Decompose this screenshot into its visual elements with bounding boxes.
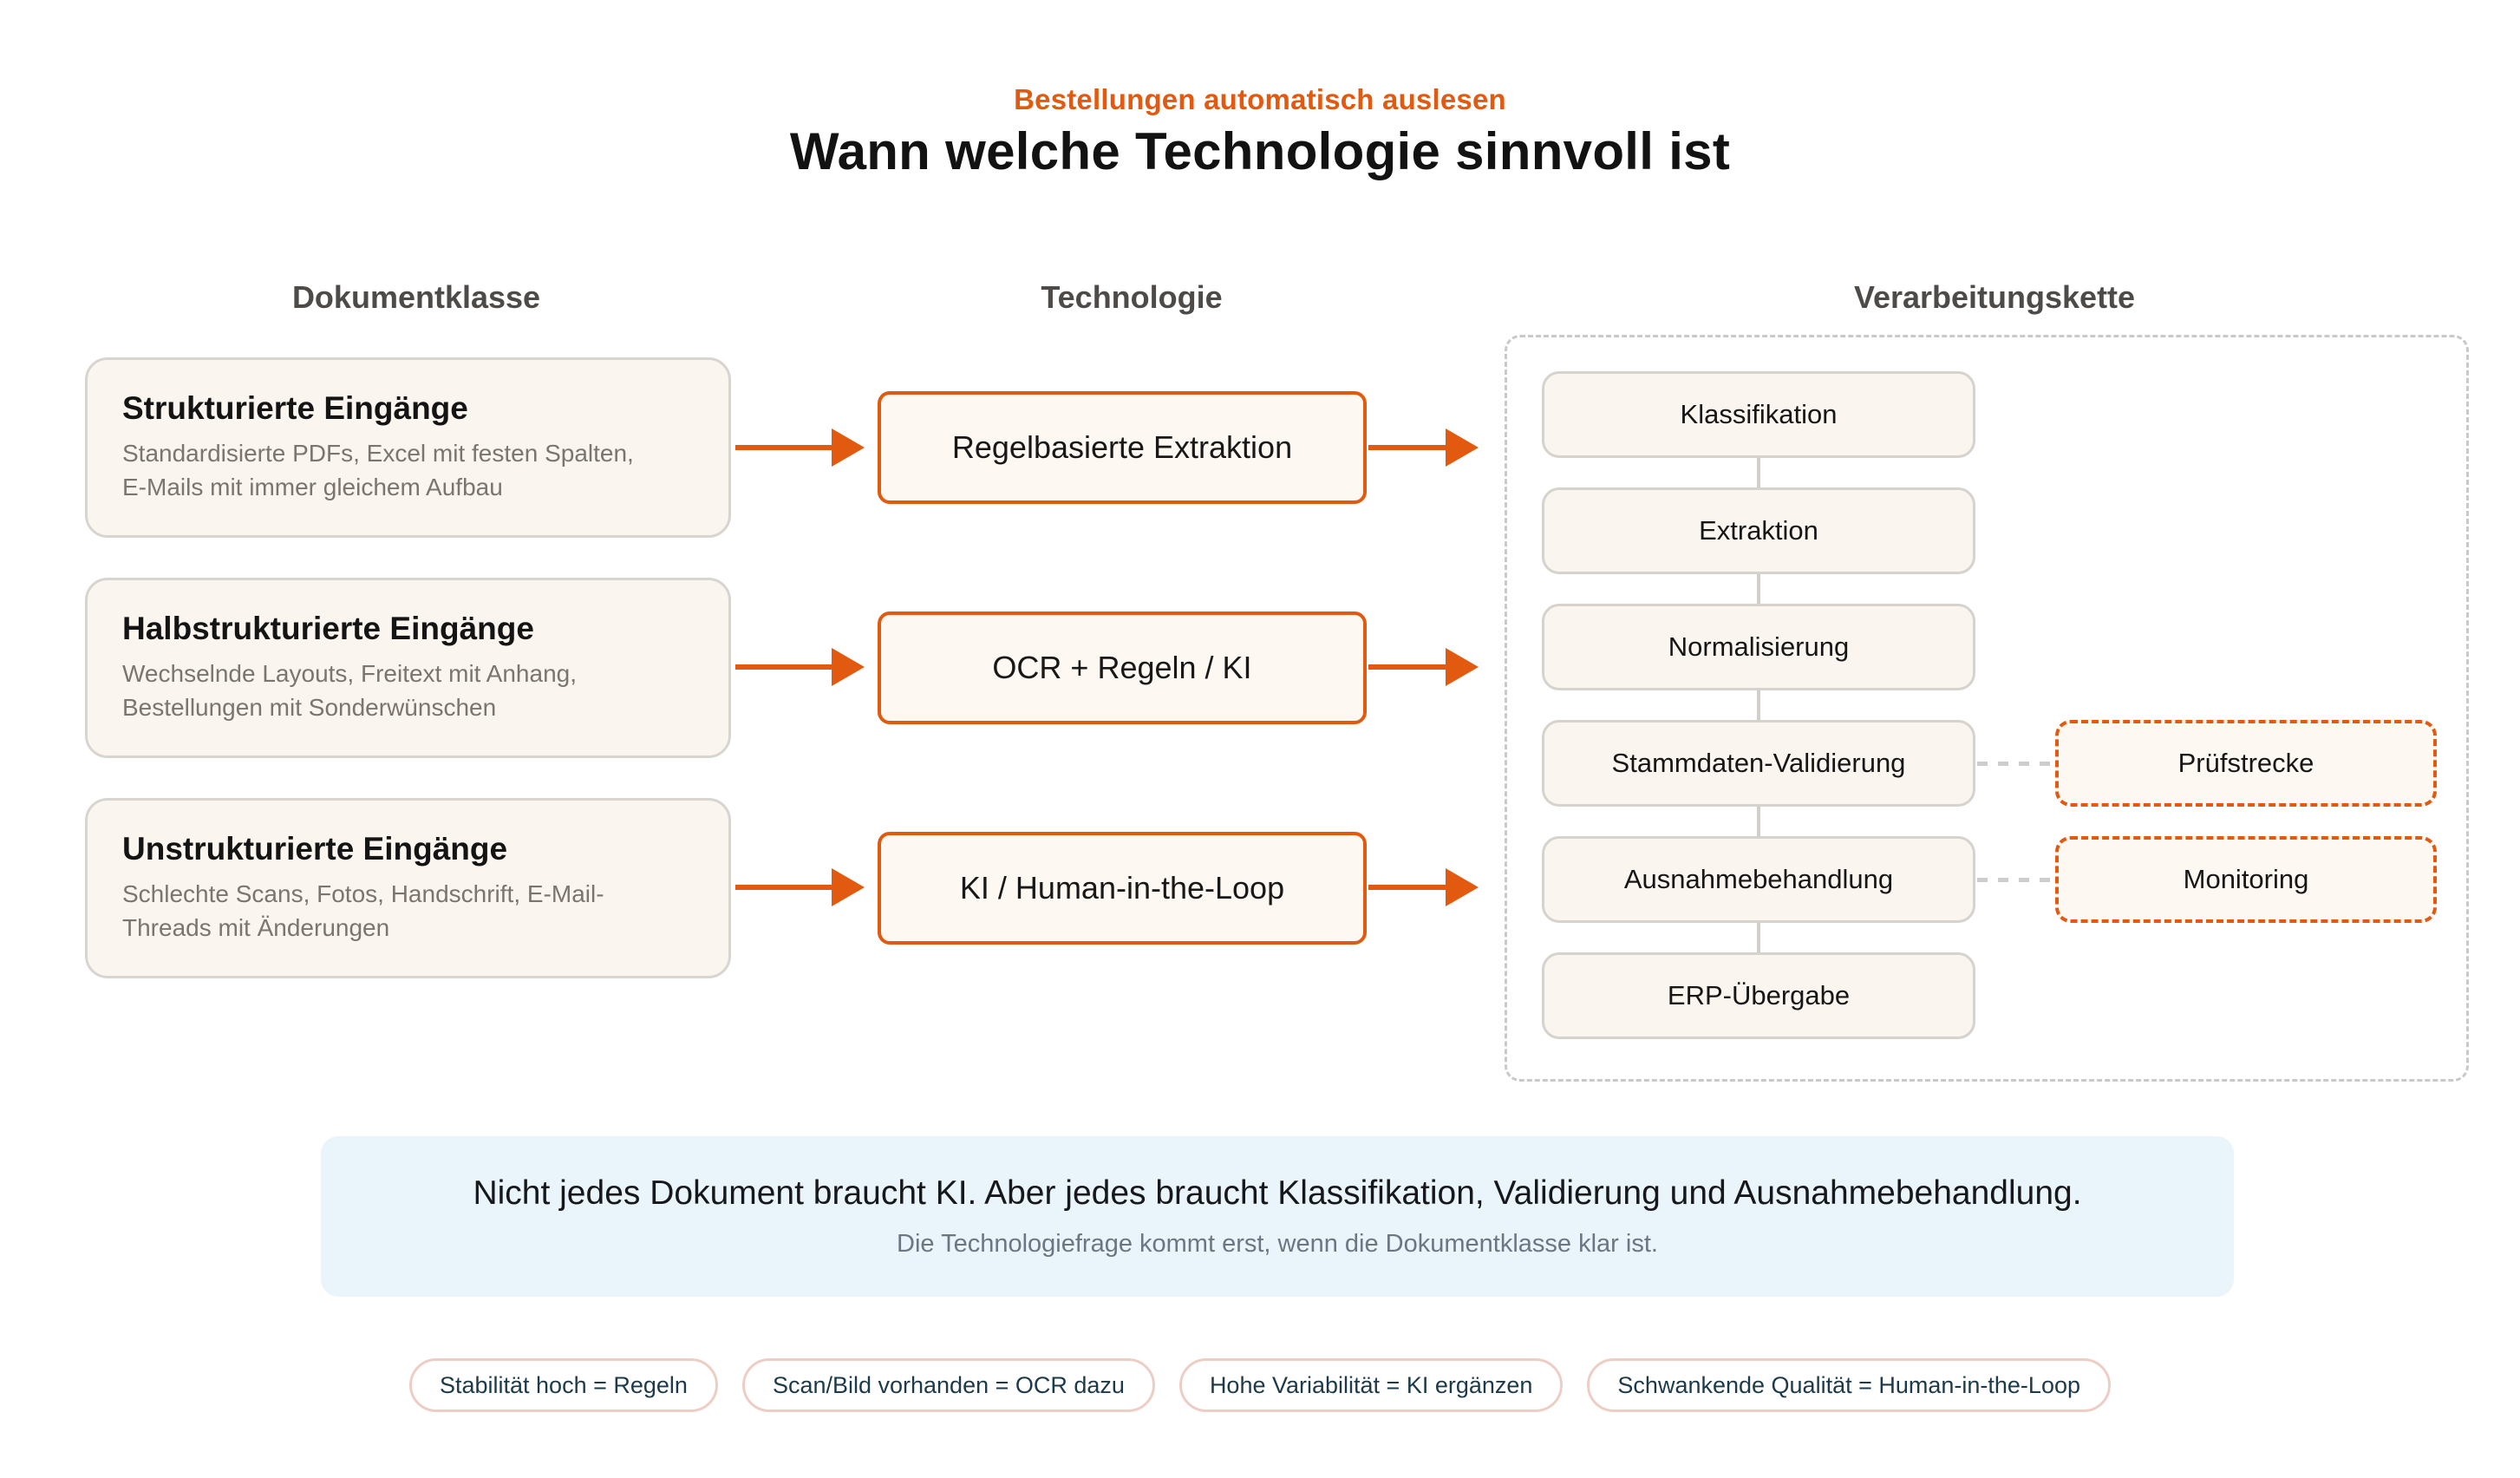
- step-connector-line: [1757, 690, 1760, 720]
- doc-class-title: Strukturierte Eingänge: [122, 390, 468, 427]
- flow-arrow-icon: [735, 664, 832, 670]
- note-box: Nicht jedes Dokument braucht KI. Aber je…: [321, 1136, 2234, 1297]
- column-label-document-class: Dokumentklasse: [291, 279, 541, 315]
- doc-class-title: Halbstrukturierte Eingänge: [122, 611, 534, 647]
- flow-arrow-icon: [735, 445, 832, 450]
- doc-class-description: Wechselnde Layouts, Freitext mit Anhang,…: [122, 660, 577, 721]
- step-connector-line: [1757, 807, 1760, 836]
- doc-class-card-semistructured: Halbstrukturierte Eingänge Wechselnde La…: [85, 578, 731, 758]
- doc-class-title: Unstrukturierte Eingänge: [122, 831, 508, 867]
- page-title: Wann welche Technologie sinnvoll ist: [789, 122, 1731, 180]
- flow-arrow-icon: [1368, 885, 1446, 890]
- doc-class-description: Standardisierte PDFs, Excel mit festen S…: [122, 440, 634, 500]
- rule-pill-scan-bild: Scan/Bild vorhanden = OCR dazu: [741, 1358, 1155, 1412]
- pipeline-step-normalisierung: Normalisierung: [1542, 604, 1975, 690]
- rule-pill-qualitaet: Schwankende Qualität = Human-in-the-Loop: [1587, 1358, 2111, 1412]
- rule-pill-variabilitaet: Hohe Variabilität = KI ergänzen: [1178, 1358, 1564, 1412]
- flow-arrow-icon: [1368, 445, 1446, 450]
- side-box-pruefstrecke: Prüfstrecke: [2055, 720, 2437, 807]
- pipeline-step-extraktion: Extraktion: [1542, 487, 1975, 574]
- pipeline-step-klassifikation: Klassifikation: [1542, 371, 1975, 458]
- tech-box-rule-based: Regelbasierte Extraktion: [878, 391, 1367, 504]
- kicker-text: Bestellungen automatisch auslesen: [1014, 83, 1506, 115]
- tech-box-ocr-rules-ki: OCR + Regeln / KI: [878, 611, 1367, 724]
- rules-row: Stabilität hoch = Regeln Scan/Bild vorha…: [0, 1358, 2520, 1412]
- pipeline-step-erp-uebergabe: ERP-Übergabe: [1542, 952, 1975, 1039]
- side-box-monitoring: Monitoring: [2055, 836, 2437, 923]
- step-connector-line: [1757, 923, 1760, 952]
- column-label-pipeline: Verarbeitungskette: [1853, 279, 2136, 315]
- doc-class-description: Schlechte Scans, Fotos, Handschrift, E-M…: [122, 880, 604, 941]
- doc-class-card-unstructured: Unstrukturierte Eingänge Schlechte Scans…: [85, 798, 731, 978]
- note-main-text: Nicht jedes Dokument braucht KI. Aber je…: [473, 1174, 2082, 1212]
- pipeline-step-ausnahmebehandlung: Ausnahmebehandlung: [1542, 836, 1975, 923]
- note-sub-text: Die Technologiefrage kommt erst, wenn di…: [897, 1230, 1658, 1258]
- flow-arrow-icon: [735, 885, 832, 890]
- pipeline-step-stammdaten-validierung: Stammdaten-Validierung: [1542, 720, 1975, 807]
- rule-pill-stabilitaet: Stabilität hoch = Regeln: [408, 1358, 718, 1412]
- step-connector-line: [1757, 574, 1760, 604]
- column-label-technology: Technologie: [1041, 279, 1223, 315]
- step-connector-line: [1757, 458, 1760, 487]
- tech-box-ki-hitl: KI / Human-in-the-Loop: [878, 832, 1367, 945]
- dotted-connector-line: [1977, 762, 2053, 766]
- flow-arrow-icon: [1368, 664, 1446, 670]
- doc-class-card-structured: Strukturierte Eingänge Standardisierte P…: [85, 357, 731, 538]
- pipeline-container: [1505, 335, 2469, 1082]
- dotted-connector-line: [1977, 878, 2053, 882]
